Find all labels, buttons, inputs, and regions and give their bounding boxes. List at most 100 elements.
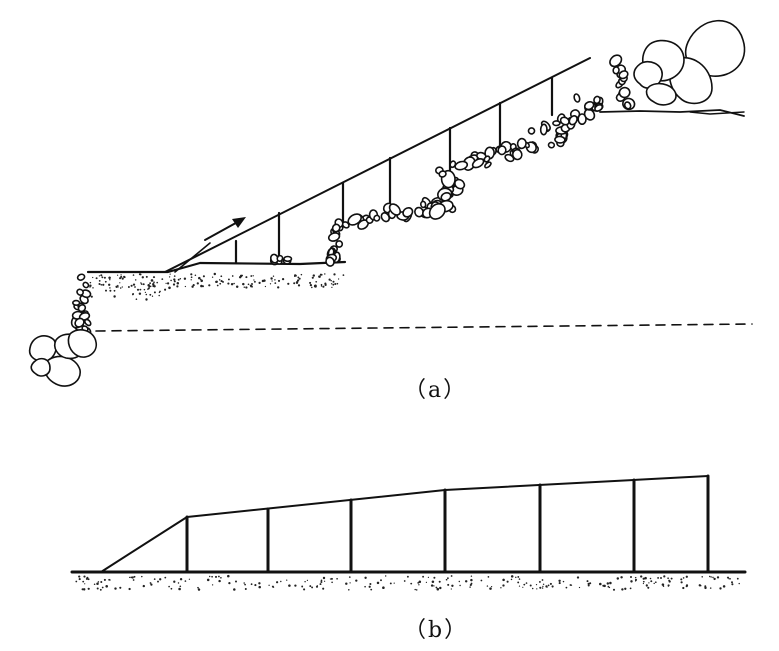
- soil-grain: [459, 584, 461, 587]
- soil-grain: [304, 580, 306, 583]
- soil-grain: [650, 580, 653, 583]
- soil-grain: [535, 584, 538, 586]
- soil-grain: [202, 275, 205, 278]
- soil-grain: [382, 586, 385, 589]
- soil-grain: [653, 582, 655, 585]
- soil-grain: [215, 280, 218, 284]
- soil-grain: [333, 273, 336, 276]
- soil-grain: [164, 576, 167, 579]
- soil-grain: [153, 281, 155, 284]
- soil-grain: [487, 576, 490, 578]
- soil-grain: [116, 274, 119, 276]
- soil-grain: [336, 282, 339, 285]
- soil-grain: [294, 275, 296, 278]
- soil-grain: [228, 581, 231, 585]
- soil-grain: [133, 575, 136, 578]
- soil-grain: [97, 581, 100, 583]
- soil-grain: [370, 588, 373, 591]
- stone: [72, 299, 81, 307]
- stone: [552, 120, 561, 127]
- soil-grain: [101, 586, 104, 589]
- soil-grain: [87, 587, 90, 590]
- stone: [82, 281, 90, 289]
- soil-grain: [96, 582, 99, 585]
- soil-grain: [668, 579, 670, 582]
- soil-grain: [179, 578, 183, 581]
- soil-grain: [211, 276, 214, 278]
- soil-grain: [141, 276, 144, 279]
- soil-grain: [722, 585, 726, 588]
- soil-grain: [297, 284, 301, 287]
- soil-grain: [303, 588, 306, 591]
- soil-grain: [138, 292, 142, 295]
- soil-grain: [621, 588, 624, 591]
- stone: [373, 214, 381, 222]
- soil-grain: [261, 279, 265, 283]
- soil-grain: [500, 587, 502, 589]
- soil-grain: [103, 578, 106, 581]
- soil-grain: [192, 284, 195, 287]
- stone: [504, 153, 515, 163]
- soil-grain: [149, 282, 152, 285]
- soil-grain: [320, 283, 323, 286]
- soil-grain: [587, 584, 590, 587]
- soil-grain: [179, 585, 182, 588]
- soil-grain: [173, 580, 176, 583]
- soil-grain: [364, 585, 366, 588]
- soil-grain: [219, 282, 222, 285]
- soil-grain: [630, 580, 633, 583]
- soil-grain: [168, 585, 170, 588]
- soil-grain: [649, 577, 652, 580]
- soil-grain: [98, 275, 101, 277]
- stone: [583, 100, 595, 111]
- soil-grain: [447, 577, 449, 580]
- soil-grain: [606, 582, 610, 585]
- soil-grain: [502, 584, 505, 587]
- soil-grain: [211, 575, 213, 578]
- soil-grain: [108, 578, 111, 581]
- soil-grain: [294, 584, 297, 587]
- soil-grain: [85, 577, 88, 580]
- soil-grain: [101, 276, 104, 279]
- soil-grain: [642, 580, 645, 583]
- soil-grain: [682, 586, 685, 590]
- stone: [577, 113, 587, 126]
- soil-grain: [309, 283, 313, 287]
- rock-pile-left: [28, 329, 98, 387]
- soil-grain: [712, 576, 714, 579]
- soil-grain: [119, 277, 122, 280]
- soil-grain: [276, 581, 279, 584]
- soil-grain: [558, 582, 561, 585]
- soil-grain: [132, 274, 135, 276]
- soil-grain: [208, 575, 211, 578]
- soil-grain: [576, 576, 580, 579]
- soil-grain: [158, 294, 160, 297]
- soil-grain: [134, 286, 136, 288]
- soil-grain: [480, 579, 483, 582]
- soil-grain: [78, 575, 81, 578]
- soil-grain: [250, 583, 253, 586]
- soil-grain: [149, 293, 152, 296]
- soil-grain: [78, 578, 81, 581]
- soil-grain: [105, 585, 108, 588]
- soil-grain: [319, 583, 322, 586]
- soil-grain: [660, 577, 662, 579]
- soil-grain: [253, 279, 255, 281]
- stone: [76, 273, 86, 281]
- stone: [471, 158, 485, 169]
- soil-grain: [624, 587, 627, 590]
- soil-grain: [312, 274, 315, 277]
- soil-grain: [315, 585, 319, 588]
- soil-grain: [243, 286, 246, 288]
- soil-grain: [329, 578, 332, 580]
- soil-grain: [145, 298, 148, 301]
- stone: [428, 202, 446, 220]
- soil-grain: [642, 582, 645, 585]
- soil-grain: [149, 285, 152, 288]
- soil-grain: [121, 286, 123, 288]
- soil-grain: [536, 588, 538, 590]
- soil-grain: [98, 282, 101, 286]
- soil-grain: [258, 281, 261, 285]
- soil-grain: [92, 276, 94, 279]
- soil-grain: [336, 577, 338, 580]
